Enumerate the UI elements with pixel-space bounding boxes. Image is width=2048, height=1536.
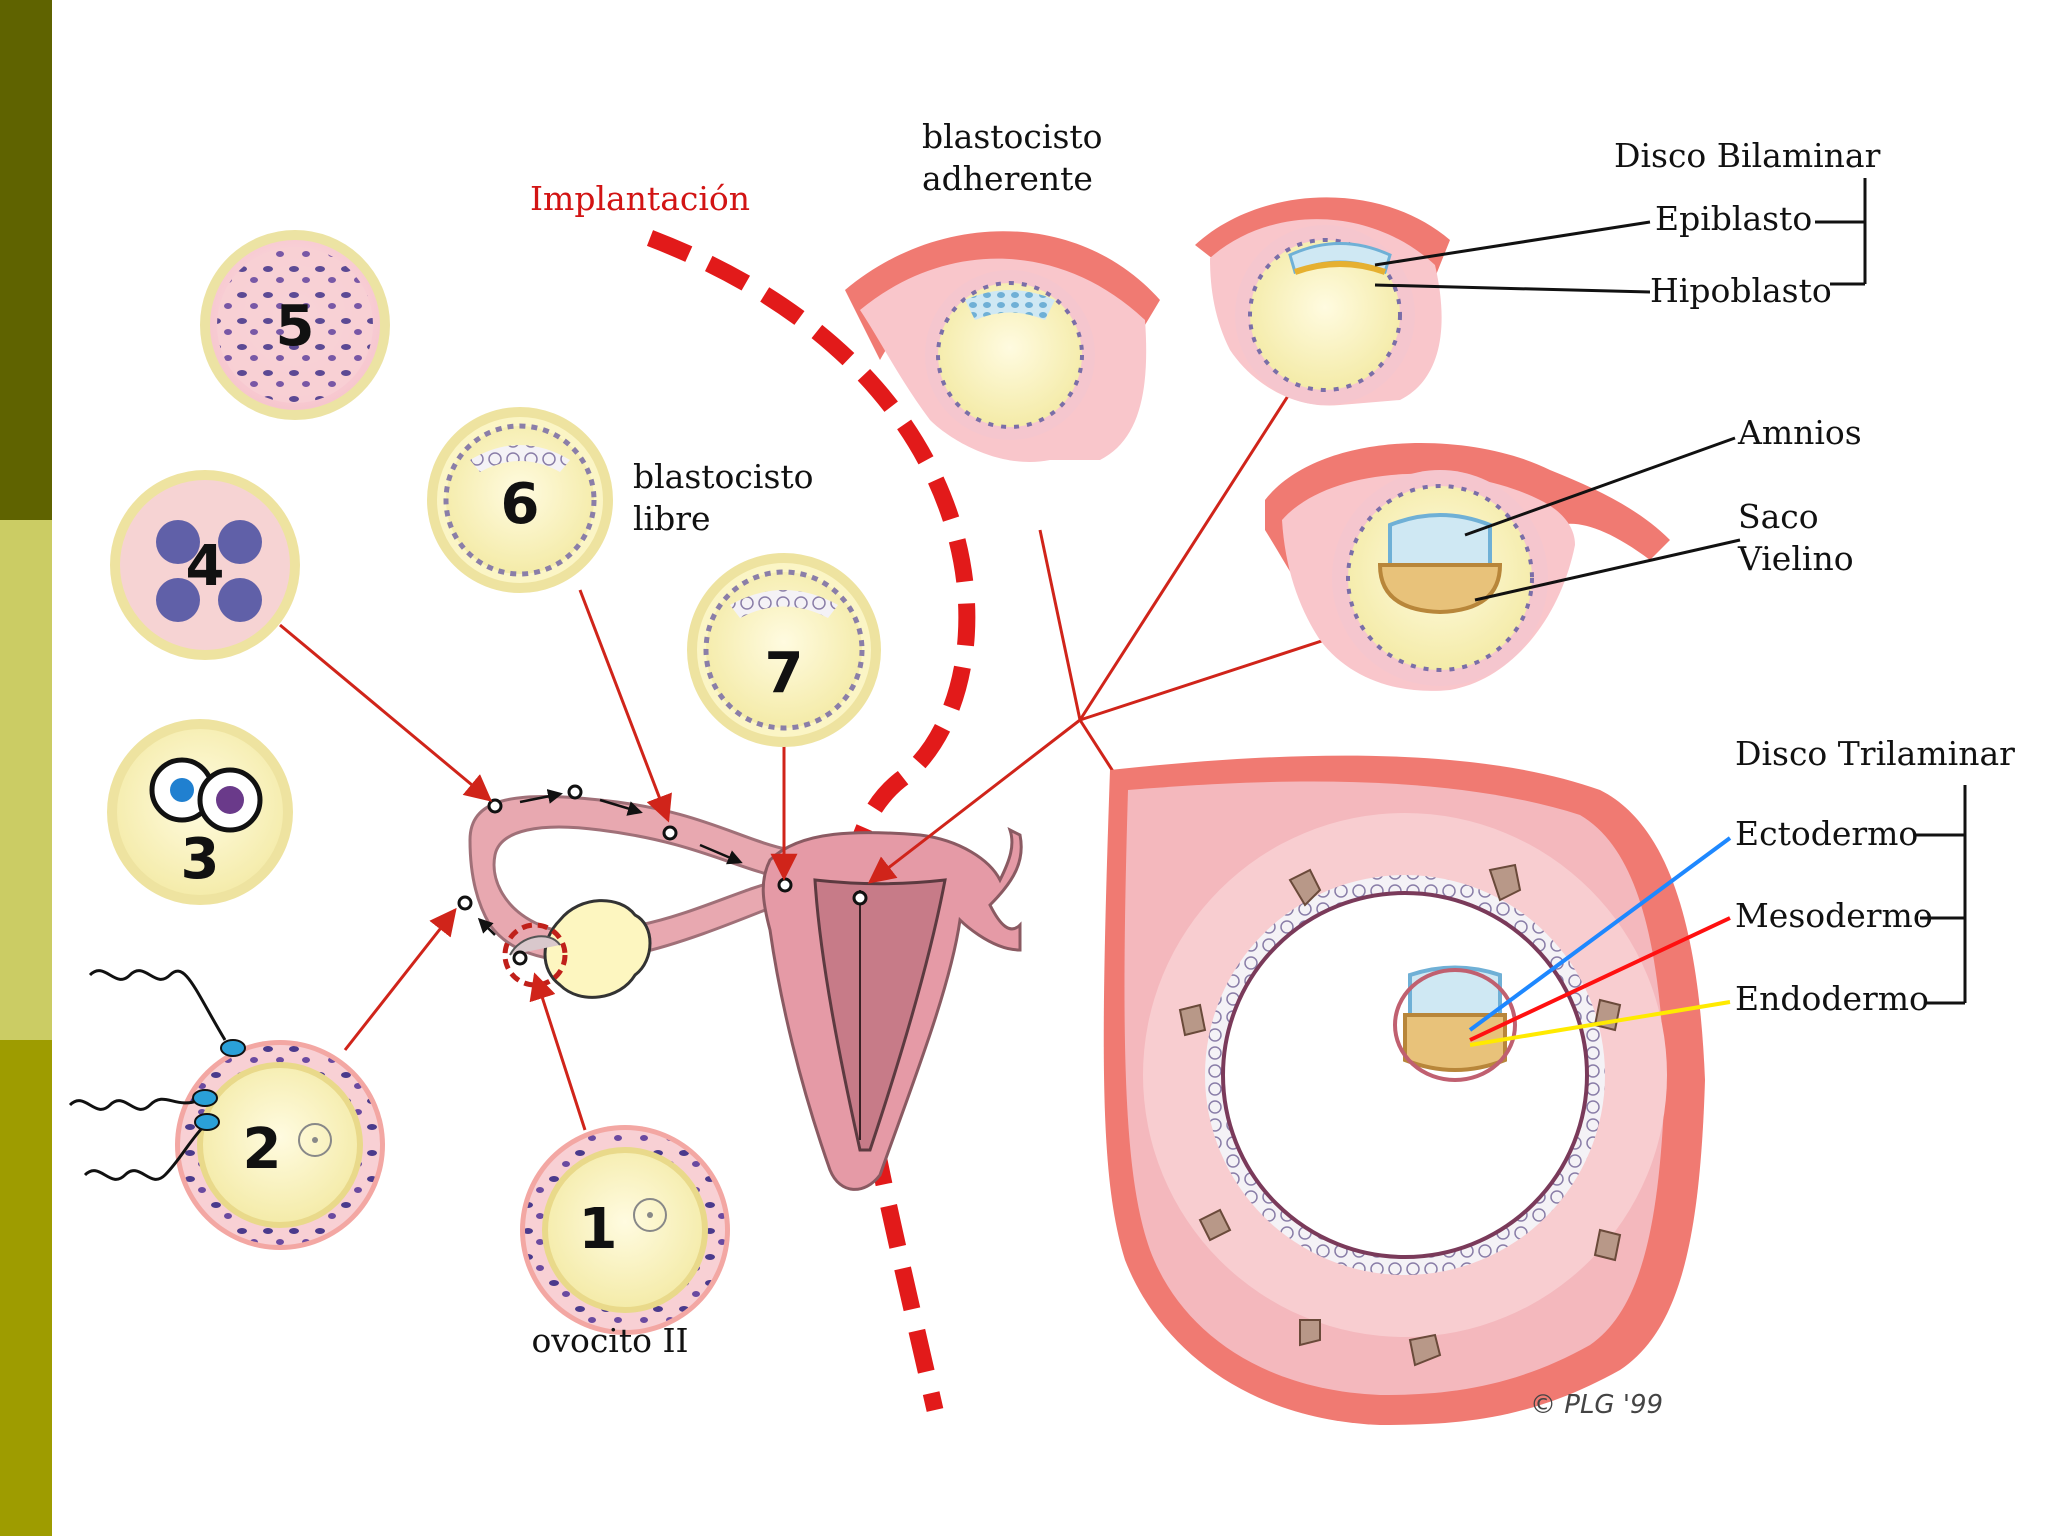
stage-7-number: 7 [765,641,804,706]
sidebar-top-band [0,0,52,520]
stage-2-fertilization: 2 [68,969,385,1250]
yolk-sac-label-line1: Saco [1738,497,1819,536]
trilaminar-disc-label: Disco Trilaminar [1735,734,2015,773]
stage-7-hatching-blastocyst: 7 [687,553,881,747]
free-blastocyst-label-line1: blastocisto [633,457,814,496]
stage-2-number: 2 [243,1117,282,1182]
stage-6-number: 6 [501,472,540,537]
stage-6-free-blastocyst: 6 [427,407,613,593]
tube-direction-arrows [477,788,743,936]
stage-1-number: 1 [579,1197,618,1262]
amnion-label: Amnios [1737,413,1862,452]
mesoderm-label: Mesodermo [1735,896,1933,935]
stage-4-number: 4 [186,534,225,599]
yolk-sac-label-line2: Vielino [1737,539,1854,578]
bilaminar-embryo-illustration [1195,197,1450,406]
free-blastocyst-label-line2: libre [633,499,711,538]
sperm-icon [68,969,227,1181]
female-pronucleus-icon [216,786,244,814]
hypoblast-label: Hipoblasto [1650,271,1832,310]
ectoderm-label: Ectodermo [1735,814,1918,853]
adherent-blastocyst-illustration [845,231,1160,462]
ovary [543,899,652,999]
ectoderm-leader-line [1468,836,1732,1032]
germ-layer-leader-lines [1468,836,1732,1047]
oocyte-label: ovocito II [531,1321,688,1360]
endoderm-leader-line [1469,1000,1731,1047]
stage-3-number: 3 [181,827,220,892]
endoderm-label: Endodermo [1735,979,1929,1018]
lacunae [1178,863,1622,1367]
bilaminar-leader-lines [1374,178,1867,294]
amnion-leader-lines [1464,436,1741,602]
tube-path-dots [457,784,868,966]
implantation-label: Implantación [530,179,750,218]
trilaminar-bracket [1915,785,1967,1005]
ovulation-site-highlight [502,922,568,988]
stage-3-zygote: 3 [107,719,293,905]
bilaminar-disc-label: Disco Bilaminar [1614,136,1881,175]
sidebar-mid-band [0,520,52,1040]
adherent-blastocyst-label-line1: blastocisto [922,117,1103,156]
adherent-blastocyst-label-line2: adherente [922,159,1093,198]
amnion-yolksac-embryo-illustration [1265,442,1670,691]
epiblast-label: Epiblasto [1655,199,1812,238]
uterus-and-tube [457,784,1023,1191]
stage-5-number: 5 [276,294,315,359]
male-pronucleus-icon [170,778,194,802]
sidebar-bottom-band [0,1040,52,1536]
sidebar [0,0,52,1536]
stage-1-oocyte: 1 [520,1125,730,1335]
stage-4-four-cell: 4 [110,470,300,660]
stage-pointer-arrows [279,384,1341,1131]
trilaminar-embryo-illustration [1103,755,1705,1425]
mesoderm-leader-line [1469,916,1731,1042]
copyright-label: © PLG '99 [1530,1390,1663,1420]
stage-5-morula: 5 [200,230,390,420]
